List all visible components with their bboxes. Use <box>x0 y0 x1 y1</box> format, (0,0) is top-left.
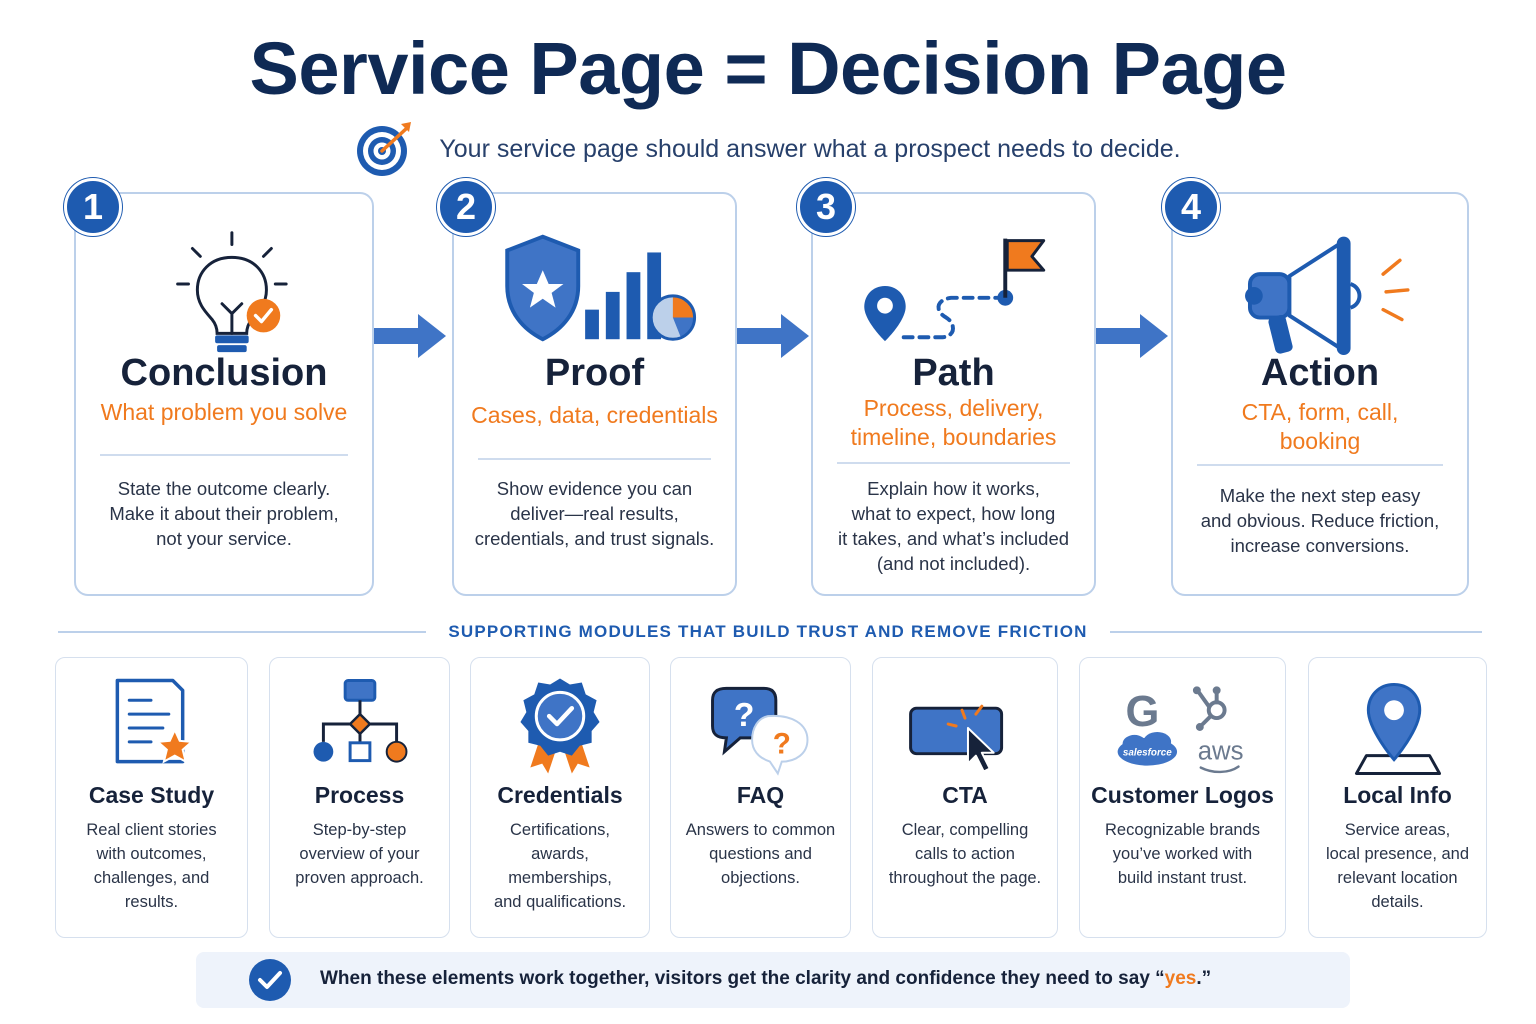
step-number-badge: 3 <box>797 178 855 236</box>
section-label: SUPPORTING MODULES THAT BUILD TRUST AND … <box>448 622 1088 641</box>
module-title: CTA <box>942 782 988 808</box>
module-body: Clear, compelling calls to action throug… <box>888 821 1042 887</box>
divider <box>837 462 1070 464</box>
banner-text: When these elements work together, visit… <box>320 968 1212 989</box>
summary-banner: When these elements work together, visit… <box>196 952 1350 1008</box>
arrow-right-icon <box>1096 314 1168 358</box>
banner-highlight: yes <box>1164 968 1197 989</box>
module-card-process: Process Step-by-step overview of your pr… <box>269 657 450 938</box>
step-subtitle: CTA, form, call, booking <box>1241 399 1399 454</box>
svg-text:?: ? <box>734 697 755 734</box>
module-card-cta: CTA Clear, compelling calls to action th… <box>872 657 1058 938</box>
step-title: Conclusion <box>120 352 328 394</box>
arrow-right-icon <box>374 314 446 358</box>
step-card-conclusion: Conclusion What problem you solve State … <box>74 192 374 596</box>
step-subtitle: What problem you solve <box>100 399 348 425</box>
section-divider-left <box>58 631 426 633</box>
module-title: Local Info <box>1343 782 1452 808</box>
module-title: Case Study <box>88 782 215 808</box>
step-number-badge: 2 <box>437 178 495 236</box>
google-logo-icon: G <box>1125 688 1159 736</box>
module-card-faq: ? ? FAQ Answers to common questions and … <box>670 657 851 938</box>
salesforce-logo-icon: salesforce <box>1123 748 1172 759</box>
module-body: Real client stories with outcomes, chall… <box>86 821 217 911</box>
module-body: Step-by-step overview of your proven app… <box>295 821 424 887</box>
module-body: Answers to common questions and objectio… <box>685 821 836 887</box>
megaphone-icon <box>1245 236 1410 356</box>
divider <box>100 454 348 456</box>
route-flag-icon <box>864 238 1046 342</box>
module-body: Recognizable brands you’ve worked with b… <box>1104 821 1261 887</box>
map-pin-icon <box>1354 682 1442 775</box>
subtitle: Your service page should answer what a p… <box>439 134 1181 163</box>
button-cursor-icon <box>909 704 1004 773</box>
question-bubbles-icon: ? ? <box>711 686 809 776</box>
step-body: State the outcome clearly. Make it about… <box>109 478 339 549</box>
module-body: Service areas, local presence, and relev… <box>1325 821 1470 911</box>
step-title: Path <box>912 352 995 394</box>
module-card-local-info: Local Info Service areas, local presence… <box>1308 657 1487 938</box>
module-card-credentials: Credentials Certifications, awards, memb… <box>470 657 650 938</box>
brand-logos-icon: G salesforce aws <box>1117 686 1244 774</box>
check-circle-icon <box>249 959 291 1001</box>
shield-chart-icon <box>505 234 697 342</box>
divider <box>478 458 711 460</box>
subtitle-row: Your service page should answer what a p… <box>0 118 1536 180</box>
hubspot-logo-icon <box>1196 690 1227 727</box>
step-body: Show evidence you can deliver—real resul… <box>474 478 715 549</box>
module-title: Credentials <box>497 782 623 808</box>
module-card-case-study: Case Study Real client stories with outc… <box>55 657 248 938</box>
section-divider-right <box>1110 631 1482 633</box>
step-body: Make the next step easy and obvious. Red… <box>1200 485 1440 556</box>
module-title: FAQ <box>736 782 785 808</box>
target-icon <box>357 122 412 176</box>
page-title: Service Page = Decision Page <box>249 27 1287 110</box>
module-body: Certifications, awards, memberships, and… <box>493 821 627 911</box>
module-card-customer-logos: G salesforce aws Customer Logos Recogniz… <box>1079 657 1286 938</box>
step-card-path: Path Process, delivery, timeline, bounda… <box>811 192 1096 596</box>
step-title: Proof <box>544 352 645 394</box>
document-star-icon <box>115 678 194 764</box>
aws-logo-icon: aws <box>1198 738 1244 766</box>
step-body: Explain how it works, what to expect, ho… <box>837 478 1070 574</box>
award-badge-icon <box>520 678 600 774</box>
step-subtitle: Process, delivery, timeline, boundaries <box>850 395 1057 450</box>
arrow-right-icon <box>737 314 809 358</box>
flowchart-icon <box>313 679 408 763</box>
step-number-badge: 1 <box>64 178 122 236</box>
step-card-action: Action CTA, form, call, booking Make the… <box>1171 192 1469 596</box>
step-card-proof: Proof Cases, data, credentials Show evid… <box>452 192 737 596</box>
svg-text:?: ? <box>773 728 791 761</box>
module-title: Process <box>314 782 405 808</box>
step-number-badge: 4 <box>1162 178 1220 236</box>
module-title: Customer Logos <box>1091 782 1274 808</box>
step-title: Action <box>1260 352 1380 394</box>
divider <box>1197 464 1443 466</box>
lightbulb-check-icon <box>176 231 288 353</box>
step-subtitle: Cases, data, credentials <box>471 402 718 428</box>
